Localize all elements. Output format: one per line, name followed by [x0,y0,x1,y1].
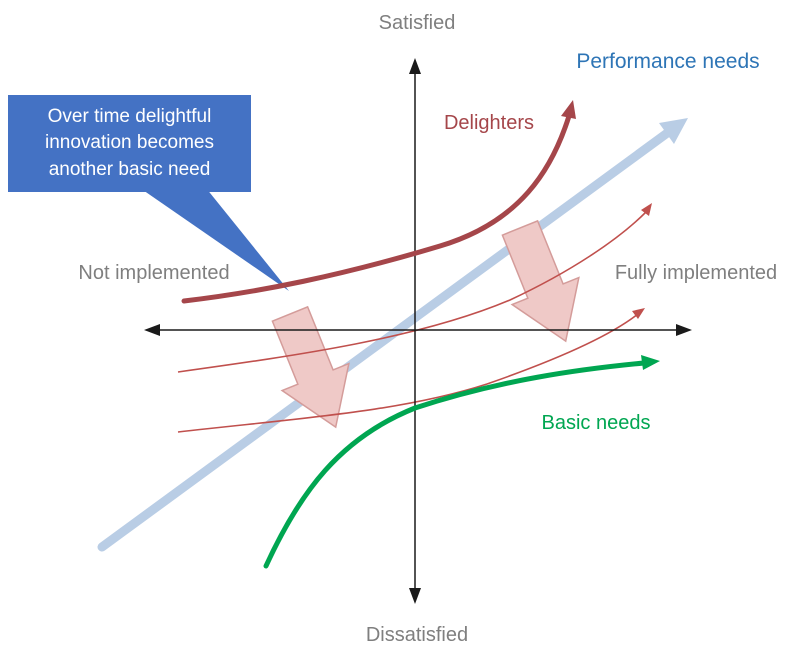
axis-label-satisfied: Satisfied [378,12,456,34]
callout-box: Over time delightful innovation becomes … [8,95,251,192]
delighters-arrowhead-icon [561,100,576,119]
basic-needs-arrowhead-icon [641,355,660,370]
axis-label-not-implemented: Not implemented [78,262,230,284]
intermediate-curve-lower-arrowhead-icon [632,308,645,319]
callout-tail [140,188,289,291]
intermediate-curve-upper [177,211,647,373]
axis-label-dissatisfied: Dissatisfied [365,624,469,646]
performance-needs-label: Performance needs [576,50,760,73]
performance-needs-arrowhead-icon [659,118,688,144]
intermediate-curve-lower [177,313,639,433]
performance-needs-arrow [97,126,675,552]
axis-label-fully-implemented: Fully implemented [614,262,778,284]
axis-up-arrowhead-icon [409,58,421,74]
axis-right-arrowhead-icon [676,324,692,336]
intermediate-curve-upper-arrowhead-icon [641,203,652,216]
basic-needs-curve [263,360,647,569]
basic-needs-label: Basic needs [541,412,651,434]
delighters-label: Delighters [443,112,535,134]
transition-arrow-lower-icon [271,305,350,429]
delighters-curve [181,113,572,304]
axis-down-arrowhead-icon [409,588,421,604]
transition-arrow-upper-icon [501,219,580,343]
axis-left-arrowhead-icon [144,324,160,336]
